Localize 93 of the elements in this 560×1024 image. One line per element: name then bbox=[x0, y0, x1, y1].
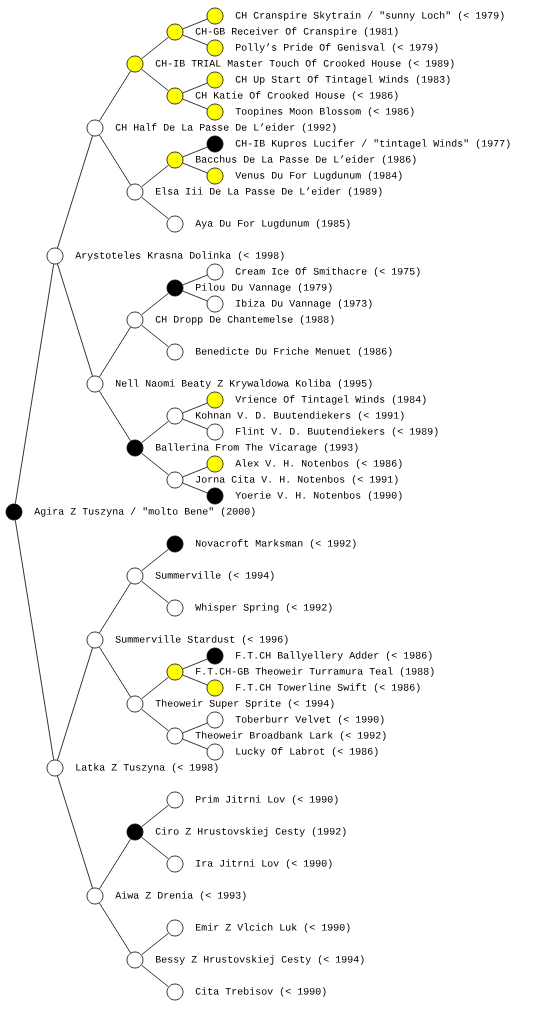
connector-line bbox=[182, 418, 208, 430]
name-label: Whisper Spring (< 1992) bbox=[195, 603, 332, 613]
name-label: Aya Du For Lugdunum (1985) bbox=[195, 219, 350, 229]
connector-line bbox=[182, 146, 208, 158]
name-label: Bessy Z Hrustovskiej Cesty (< 1994) bbox=[156, 955, 364, 965]
connector-line bbox=[141, 580, 169, 604]
connector-line bbox=[182, 738, 208, 750]
connector-line bbox=[182, 162, 208, 174]
name-label: Cream Ice Of Smithacre (< 1975) bbox=[235, 267, 420, 277]
connector-line bbox=[182, 18, 208, 30]
name-label: Ciro Z Hrustovskiej Cesty (1992) bbox=[155, 827, 346, 837]
name-label: Ballerina From The Vicarage (1993) bbox=[156, 443, 358, 453]
name-label: Theoweir Super Sprite (< 1994) bbox=[155, 699, 334, 709]
connector-line bbox=[182, 274, 208, 286]
connector-line bbox=[182, 658, 208, 670]
name-label: Aiwa Z Drenia (< 1993) bbox=[115, 891, 246, 901]
connector-line bbox=[182, 466, 208, 478]
connector-line bbox=[99, 582, 131, 634]
name-label: Arystoteles Krasna Dolinka (< 1998) bbox=[75, 251, 284, 261]
connector-line bbox=[141, 548, 169, 572]
name-label: Summerville (< 1994) bbox=[155, 571, 274, 581]
connector-line bbox=[141, 932, 169, 956]
name-label: CH-IB TRIAL Master Touch Of Crooked House (< 1989) bbox=[155, 59, 454, 69]
connector-line bbox=[99, 390, 131, 442]
connector-line bbox=[182, 722, 208, 734]
connector-line bbox=[57, 135, 93, 249]
name-label: Theoweir Broadbank Lark (< 1992) bbox=[195, 731, 386, 741]
connector-line bbox=[99, 902, 131, 954]
name-label: Flint V. D. Buutendiekers (< 1989) bbox=[236, 427, 438, 437]
name-label: Vrience Of Tintagel Winds (1984) bbox=[235, 395, 426, 405]
connector-line bbox=[141, 196, 169, 220]
connector-line bbox=[57, 263, 93, 377]
connector-line bbox=[182, 674, 208, 686]
connector-line bbox=[141, 68, 169, 92]
name-label: Lucky Of Labrot (< 1986) bbox=[236, 747, 378, 757]
name-label: Nell Naomi Beaty Z Krywaldowa Koliba (1995) bbox=[116, 379, 372, 389]
name-label: Cita Trebisov (< 1990) bbox=[195, 987, 326, 997]
name-label: Jorna Cita V. H. Notenbos (< 1991) bbox=[196, 475, 398, 485]
connector-line bbox=[141, 420, 169, 444]
name-label: Summerville Stardust (< 1996) bbox=[115, 635, 288, 645]
name-label: CH Dropp De Chantemelse (1988) bbox=[155, 315, 334, 325]
name-label: CH Katie Of Crooked House (< 1986) bbox=[195, 91, 398, 101]
name-label: Emir Z Vlcich Luk (< 1990) bbox=[196, 923, 350, 933]
name-label: Ibiza Du Vannage (1973) bbox=[236, 299, 372, 309]
name-label: F.T.CH Towerline Swift (< 1986) bbox=[236, 683, 420, 693]
name-label: Elsa Iii De La Passe De L’eider (1989) bbox=[156, 187, 382, 197]
name-label: Polly’s Pride Of Genisval (< 1979) bbox=[236, 43, 438, 53]
name-label: F.T.CH Ballyellery Adder (< 1986) bbox=[236, 651, 432, 661]
connector-line bbox=[57, 647, 93, 761]
connector-line bbox=[182, 402, 208, 414]
connector-line bbox=[14, 263, 55, 505]
name-label: Alex V. H. Notenbos (< 1986) bbox=[235, 459, 402, 469]
connector-line bbox=[99, 326, 131, 378]
connector-line bbox=[99, 134, 131, 186]
name-label: Yoerie V. H. Notenbos (1990) bbox=[235, 491, 402, 501]
connector-line bbox=[182, 34, 208, 46]
connector-line bbox=[182, 82, 208, 94]
connector-line bbox=[99, 646, 131, 698]
name-label: Venus Du For Lugdunum (1984) bbox=[235, 171, 402, 181]
connector-line bbox=[57, 775, 93, 889]
connector-line bbox=[141, 804, 169, 828]
name-label: Pilou Du Vannage (1979) bbox=[196, 283, 332, 293]
name-label: Latka Z Tuszyna (< 1998) bbox=[76, 763, 218, 773]
name-label: CH Up Start Of Tintagel Winds (1983) bbox=[235, 75, 450, 85]
name-label: Toberburr Velvet (< 1990) bbox=[235, 715, 384, 725]
connector-line bbox=[141, 452, 169, 476]
connector-line bbox=[99, 70, 131, 122]
connector-line bbox=[141, 676, 169, 700]
name-label: Bacchus De La Passe De L’eider (1986) bbox=[196, 155, 416, 165]
name-label: Novacroft Marksman (< 1992) bbox=[196, 539, 356, 549]
connector-line bbox=[14, 519, 55, 761]
name-label: Agira Z Tuszyna / "molto Bene" (2000) bbox=[34, 507, 255, 517]
name-label: Prim Jitrni Lov (< 1990) bbox=[196, 795, 338, 805]
name-label: CH-IB Kupros Lucifer / "tintagel Winds" (1977) bbox=[235, 139, 510, 149]
connector-line bbox=[182, 98, 208, 110]
name-label: Kohnan V. D. Buutendiekers (< 1991) bbox=[196, 411, 404, 421]
name-label: F.T.CH-GB Theoweir Turramura Teal (1988) bbox=[196, 667, 434, 677]
connector-line bbox=[182, 290, 208, 302]
connector-line bbox=[141, 836, 169, 860]
connector-line bbox=[141, 164, 169, 188]
name-label: Benedicte Du Friche Menuet (1986) bbox=[196, 347, 392, 357]
connector-line bbox=[99, 838, 131, 890]
name-label: CH Half De La Passe De L’eider (1992) bbox=[115, 123, 336, 133]
connector-line bbox=[141, 36, 169, 60]
connector-line bbox=[141, 708, 169, 732]
name-label: CH Cranspire Skytrain / "sunny Loch" (< 1979) bbox=[235, 11, 504, 21]
connector-line bbox=[141, 292, 169, 316]
connector-line bbox=[182, 482, 208, 494]
connector-line bbox=[141, 964, 169, 988]
name-label: CH-GB Receiver Of Cranspire (1981) bbox=[195, 27, 398, 37]
connector-line bbox=[141, 324, 169, 348]
name-label: Ira Jitrni Lov (< 1990) bbox=[196, 859, 332, 869]
name-label: Toopines Moon Blossom (< 1986) bbox=[235, 107, 414, 117]
